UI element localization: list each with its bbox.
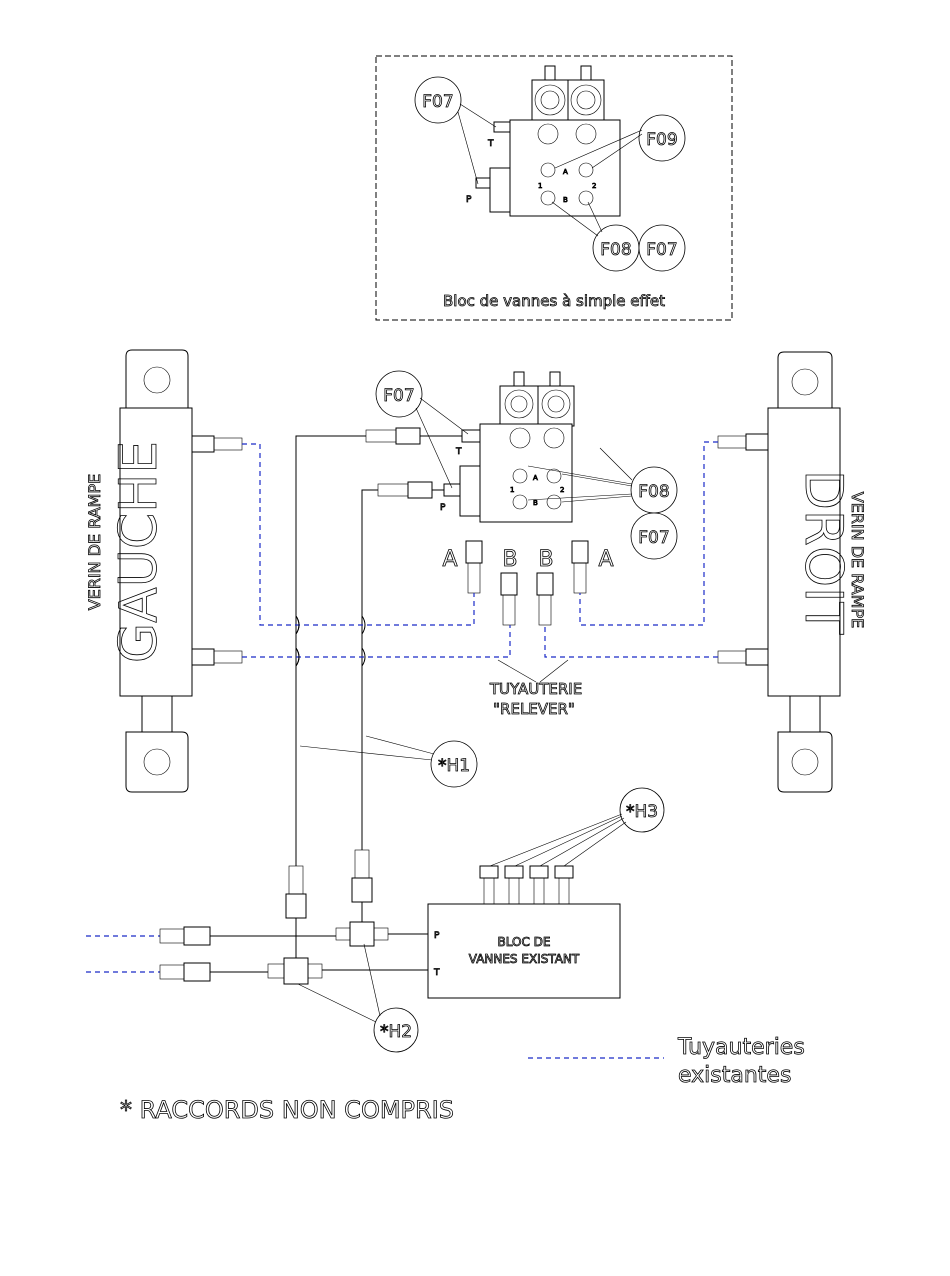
existing-valve-block: BLOC DE VANNES EXISTANT P T	[428, 866, 620, 998]
main-callout-f07-b: F07	[638, 528, 669, 548]
callout-h2-label: *H2	[380, 1022, 412, 1042]
legend: Tuyauteries existantes	[528, 1035, 805, 1088]
right-cylinder-side-label: VERIN DE RAMPE	[848, 492, 867, 628]
main-port-t-label: T	[455, 447, 462, 457]
inset-port-2-label: 2	[592, 182, 596, 190]
inset-callout-f07-a: F07	[422, 92, 453, 112]
inset-callout-f09: F09	[646, 130, 677, 150]
inset-callout-f07-b: F07	[646, 240, 677, 260]
existing-block-line2: VANNES EXISTANT	[469, 952, 580, 966]
callout-h1-label: *H1	[438, 756, 470, 776]
callout-h3: *H3	[490, 788, 664, 866]
callout-h2: *H2	[298, 944, 418, 1052]
inset-callout-f08: F08	[600, 240, 631, 260]
main-valve-block: T P A B 1 2 F07 F08 F07	[376, 371, 677, 559]
main-callout-f08: F08	[638, 482, 669, 502]
main-port-p-label: P	[440, 503, 446, 513]
existing-block-port-t: T	[433, 968, 440, 978]
inset-port-t-label: T	[487, 139, 494, 149]
supply-hoses	[296, 428, 462, 866]
existing-block-port-p: P	[434, 931, 440, 941]
inset-caption: Bloc de vannes à simple effet	[443, 292, 665, 310]
existing-block-body	[428, 904, 620, 998]
lift-piping-line1: TUYAUTERIE	[489, 680, 582, 698]
inset-port-a-label: A	[563, 168, 568, 176]
main-port-1-label: 1	[510, 486, 514, 494]
callout-h3-label: *H3	[626, 802, 658, 822]
inset-solenoid-2	[568, 80, 604, 122]
lift-piping-note: TUYAUTERIE "RELEVER"	[489, 660, 582, 718]
inset-port-p-label: P	[466, 195, 472, 205]
right-cylinder: DROIT VERIN DE RAMPE	[718, 352, 867, 792]
inset-port-1-label: 1	[538, 182, 542, 190]
inset-solenoid-1	[532, 80, 568, 122]
existing-block-line1: BLOC DE	[498, 935, 551, 949]
port-label-b-left: B	[502, 547, 517, 572]
main-callout-f07-a: F07	[383, 386, 414, 406]
legend-line2: existantes	[678, 1063, 791, 1088]
port-label-a-right: A	[598, 547, 613, 572]
footnote: * RACCORDS NON COMPRIS	[120, 1096, 454, 1124]
inset-valve-block-panel: T P A B 1 2 F07 F09 F08 F07 Bloc de vann…	[376, 56, 732, 320]
main-port-a-label: A	[533, 474, 538, 482]
main-port-2-label: 2	[560, 486, 564, 494]
inset-port-b-label: B	[563, 196, 568, 204]
port-label-a-left: A	[442, 547, 457, 572]
callout-h1: *H1	[300, 736, 477, 787]
cylinder-port-fittings: A B B A	[442, 541, 613, 625]
left-cylinder: GAUCHE VERIN DE RAMPE	[85, 350, 242, 792]
left-cylinder-side-label: VERIN DE RAMPE	[85, 474, 104, 610]
lift-piping-line2: "RELEVER"	[493, 700, 575, 718]
left-cylinder-name: GAUCHE	[109, 441, 169, 663]
left-cylinder-rod	[142, 696, 172, 732]
lower-fittings	[160, 850, 428, 984]
right-cylinder-name: DROIT	[793, 470, 853, 634]
port-label-b-right: B	[538, 547, 553, 572]
right-cylinder-rod	[790, 696, 820, 732]
main-port-b-label: B	[533, 499, 538, 507]
legend-line1: Tuyauteries	[677, 1035, 805, 1060]
